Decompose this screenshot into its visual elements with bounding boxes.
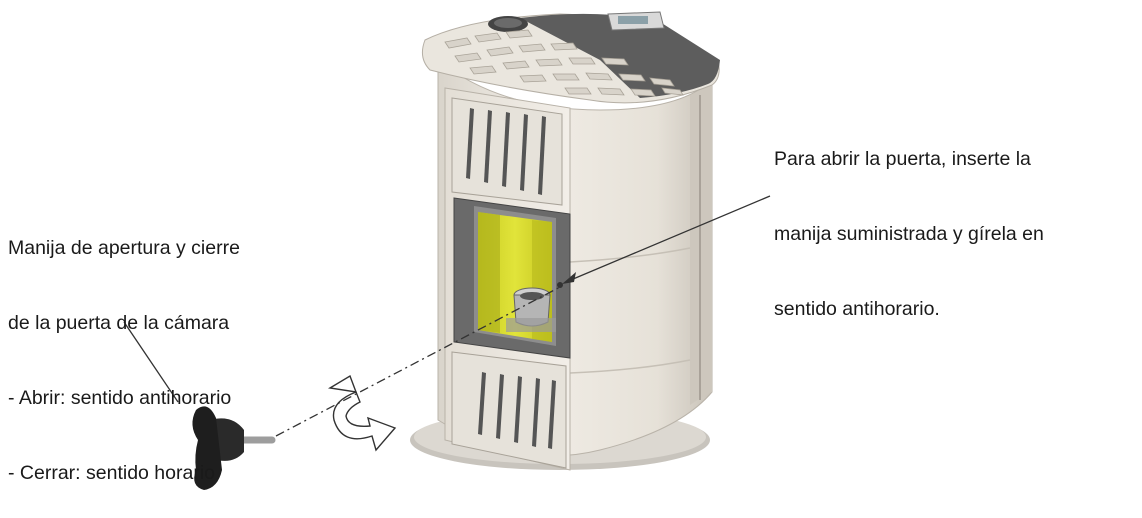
- door-instruction-line: sentido antihorario.: [774, 298, 940, 320]
- handle-description-label: Manija de apertura y cierre de la puerta…: [8, 186, 240, 511]
- handle-description-line: - Abrir: sentido antihorario: [8, 387, 232, 409]
- left-callout-leader: [123, 321, 179, 403]
- handle-description-line: Manija de apertura y cierre: [8, 237, 240, 259]
- insertion-path-line: [275, 285, 563, 437]
- fire-door: [453, 197, 571, 359]
- handle-description-line: - Cerrar: sentido horario: [8, 462, 215, 484]
- top-plate: [421, 11, 720, 104]
- door-keyhole: [557, 282, 563, 288]
- door-handle-key: [192, 406, 276, 490]
- door-instruction-label: Para abrir la puerta, inserte la manija …: [774, 97, 1044, 347]
- control-panel-display: [607, 11, 665, 31]
- top-grille: [444, 29, 684, 97]
- door-instruction-line: Para abrir la puerta, inserte la: [774, 148, 1031, 170]
- right-callout-arrow: [562, 195, 771, 284]
- upper-vent: [451, 97, 563, 206]
- lower-vent: [451, 351, 567, 469]
- burn-pot: [506, 287, 556, 332]
- door-instruction-line: manija suministrada y gírela en: [774, 223, 1044, 245]
- rotation-arrow-icon: [327, 374, 397, 452]
- handle-description-line: de la puerta de la cámara: [8, 312, 230, 334]
